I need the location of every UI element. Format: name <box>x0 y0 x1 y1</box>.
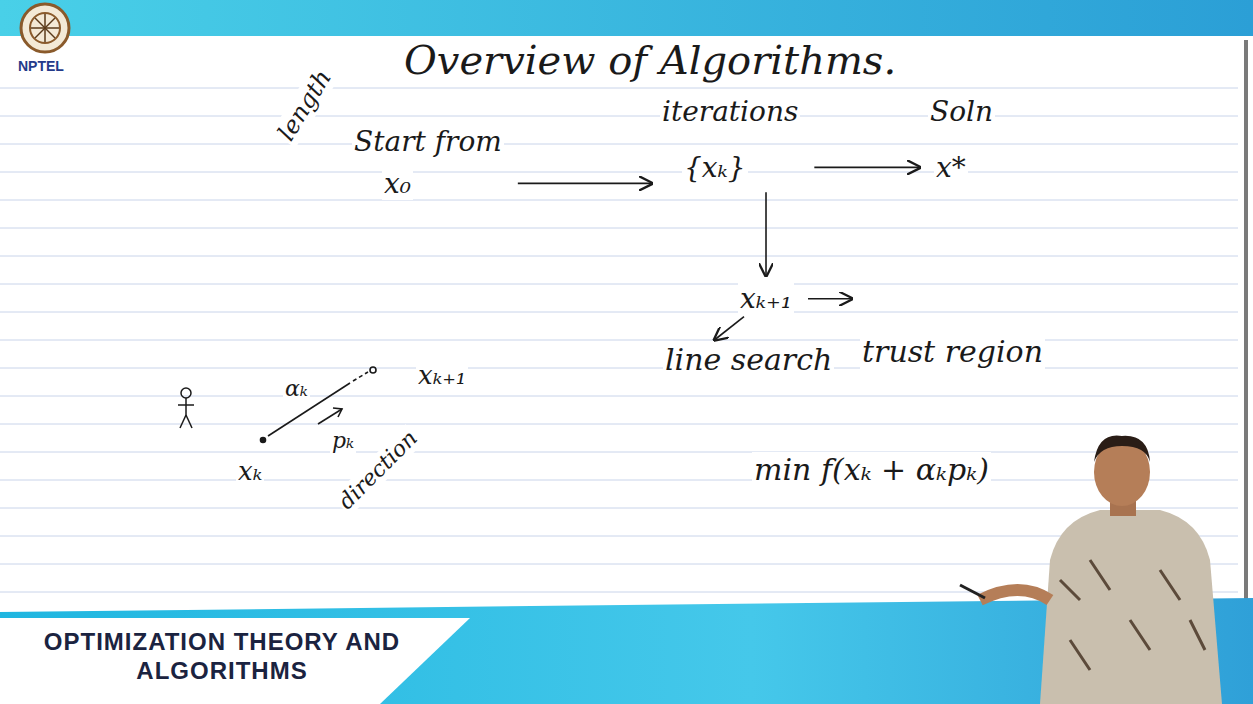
banner-panel <box>0 618 470 704</box>
diagram-node: xₖ₊₁ <box>738 282 794 316</box>
diagram-node: line search <box>663 342 834 378</box>
node-symbol: {xₖ} <box>682 151 748 185</box>
objective-expression: min f(xₖ + αₖpₖ) <box>752 452 991 488</box>
stick-figure <box>178 388 194 428</box>
page-title: Overview of Algorithms. <box>402 36 898 84</box>
node-heading: line search <box>663 342 834 378</box>
presenter-figure <box>960 436 1222 704</box>
diagram-node: iterations {xₖ} <box>660 95 800 184</box>
diagram-node: trust region <box>860 334 1045 370</box>
length-note: length <box>271 63 339 148</box>
point-symbol: xₖ₊₁ <box>416 360 468 391</box>
node-symbol: x₀ <box>382 167 413 201</box>
vector-sketch <box>261 367 377 443</box>
node-symbol: x* <box>934 151 968 185</box>
flow-arrow <box>765 192 767 276</box>
flow-arrow <box>814 167 920 169</box>
top-bar <box>0 0 1253 36</box>
flow-arrow <box>714 317 744 340</box>
logo-text: NPTEL <box>16 58 66 75</box>
ruled-lines <box>0 88 1238 592</box>
diagram-node: Start from x₀ <box>352 125 504 200</box>
node-heading: Start from <box>352 125 504 159</box>
diagram-node: Soln x* <box>928 95 995 184</box>
nptel-logo <box>21 4 69 52</box>
direction-symbol: pₖ <box>330 428 356 454</box>
node-heading: Soln <box>928 95 995 129</box>
step-symbol: αₖ <box>283 376 310 402</box>
course-banner: OPTIMIZATION THEORY AND ALGORITHMS <box>10 628 434 686</box>
node-heading: xₖ₊₁ <box>738 282 794 316</box>
flow-arrow <box>808 298 852 300</box>
scroll-bar <box>1244 40 1248 600</box>
point-symbol: xₖ <box>236 456 264 487</box>
node-heading: trust region <box>860 334 1045 370</box>
node-heading: iterations <box>660 95 800 129</box>
flow-arrow <box>518 183 652 185</box>
